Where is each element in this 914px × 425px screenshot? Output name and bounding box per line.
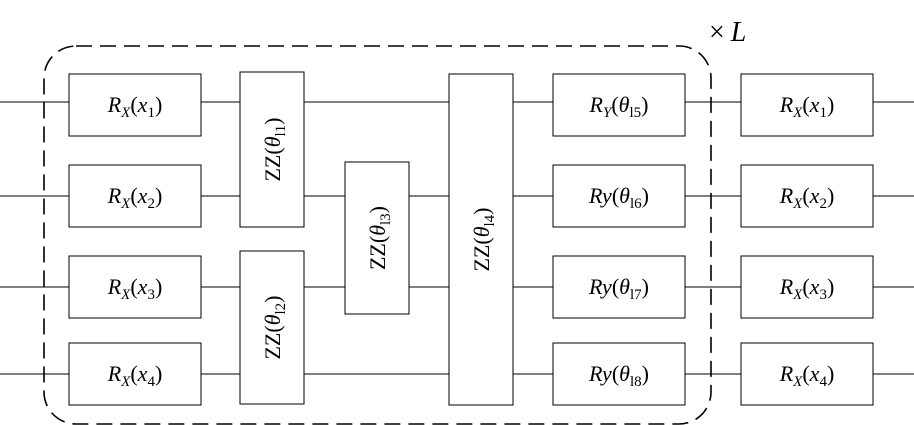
ry-gate-l6-box <box>552 164 686 228</box>
rx-gate-4b-label: RX(x4) <box>779 361 835 390</box>
repeated-layer-frame <box>43 45 712 425</box>
rx-gate-1b-box <box>740 73 874 137</box>
zz-gate-l3-label: ZZ(θl3) <box>365 206 394 270</box>
repeat-count-symbol: L <box>730 17 747 48</box>
zz-gate-l4-box <box>448 73 514 406</box>
repeat-times-symbol: × <box>709 17 725 48</box>
rx-gate-4b-box <box>740 342 874 406</box>
rx-gate-4-label: RX(x4) <box>107 361 163 390</box>
ry-gate-l6-label: Ry(θl6) <box>588 183 649 212</box>
rx-gate-2-box <box>68 164 202 228</box>
ry-gate-l7-label: Ry(θl7) <box>588 274 649 303</box>
zz-gate-l2-label: ZZ(θl2) <box>260 295 289 359</box>
rx-gate-3b-label: RX(x3) <box>779 274 835 303</box>
zz-gate-l4-label: ZZ(θl4) <box>469 207 498 271</box>
ry-gate-l5-box <box>552 73 686 137</box>
rx-gate-2b-box <box>740 164 874 228</box>
zz-gate-labels: ZZ(θl1) ZZ(θl2) ZZ(θl3) ZZ(θl4) <box>260 117 498 359</box>
ry-gate-l7-box <box>552 255 686 319</box>
rx-gate-1-label: RX(x1) <box>107 92 163 121</box>
rx-gate-3-box <box>68 255 202 319</box>
repeat-label: ×L <box>709 17 746 48</box>
gate-boxes <box>68 71 874 406</box>
ry-gate-l8-box <box>552 342 686 406</box>
ry-gate-l5-label: RY(θl5) <box>589 92 649 121</box>
rx-gate-3b-box <box>740 255 874 319</box>
zz-gate-l3-box <box>344 161 410 315</box>
rx-gate-2-label: RX(x2) <box>107 183 163 212</box>
rx-gate-4-box <box>68 342 202 406</box>
rx-gate-2b-label: RX(x2) <box>779 183 835 212</box>
rx-gate-1-box <box>68 73 202 137</box>
zz-gate-l1-label: ZZ(θl1) <box>260 117 289 181</box>
rx-gate-3-label: RX(x3) <box>107 274 163 303</box>
rx-gate-1b-label: RX(x1) <box>779 92 835 121</box>
zz-gate-l2-box <box>239 250 305 405</box>
zz-gate-l1-box <box>239 71 305 228</box>
gate-labels: RX(x1) RX(x2) RX(x3) RX(x4) RY(θl5) Ry(θ… <box>107 92 835 390</box>
ry-gate-l8-label: Ry(θl8) <box>588 361 649 390</box>
